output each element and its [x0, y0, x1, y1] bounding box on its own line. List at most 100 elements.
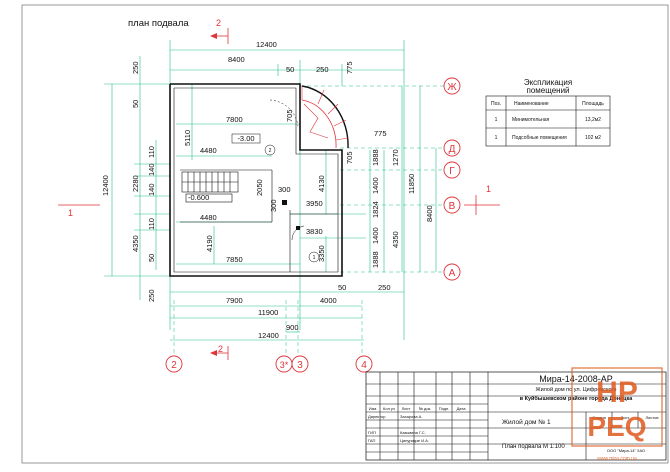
axis-label-a: А — [449, 268, 456, 279]
axis-label-g: Г — [449, 166, 455, 177]
room-marker-1 — [308, 251, 320, 263]
axis-label-zh: Ж — [447, 82, 457, 93]
tb-role-gip: ГИП — [368, 430, 376, 435]
watermark-letters-bottom: PEQ — [587, 411, 646, 442]
axis-label-3: 3 — [297, 360, 303, 371]
dim-r775: 775 — [374, 129, 387, 138]
explication-header-area: Площадь — [582, 101, 604, 107]
dim-bot-4000: 4000 — [320, 296, 337, 305]
watermark-logo: HP PEQ www.mira.com.ua — [571, 367, 663, 462]
dim-r1400-a: 1400 — [371, 177, 380, 194]
row-axis-markers: Ж Д Г В А — [443, 77, 461, 281]
tb-drawing-name: План подвала М 1:100 — [502, 444, 565, 450]
dim-h4480-bot: 4480 — [200, 213, 217, 222]
dim-v140-b: 140 — [147, 183, 156, 196]
dim-r1888-bot: 1888 — [371, 251, 380, 268]
dim-v110-b: 110 — [147, 218, 156, 230]
dim-r1824: 1824 — [371, 201, 380, 218]
dim-top-left: 8400 — [228, 55, 245, 64]
tb-name-gip: Казьмина Г.С. — [400, 430, 426, 435]
tb-sheet-header: Лист — [621, 415, 630, 420]
tb-role-gap: ГАП — [368, 438, 376, 443]
explication-row2-pos: 1 — [495, 135, 498, 141]
title-object-line2: в Куйбышевском районе города Донецка — [520, 395, 634, 402]
title-object-line1: Жилой дом по ул. Цифровского — [536, 386, 617, 393]
level-main: -3.00 — [237, 134, 254, 143]
dimension-labels: 12400 8400 50 250 775 250 50 7800 705 51… — [101, 40, 434, 340]
spiral-stair — [301, 85, 349, 149]
axis-label-v: В — [449, 201, 456, 212]
explication-header-name: Наименование — [514, 101, 549, 107]
section-label-left: 1 — [68, 208, 73, 218]
dim-v4350-left: 4350 — [131, 235, 140, 252]
dim-v2050: 2050 — [255, 179, 264, 196]
dim-r4350: 4350 — [391, 231, 400, 248]
axis-label-4: 4 — [361, 360, 367, 371]
tb-building: Жилой дом № 1 — [502, 418, 551, 426]
door-swing-2 — [291, 225, 305, 241]
column-axis-markers: 2 3* 3 4 — [165, 355, 373, 373]
dim-h7850: 7850 — [226, 255, 243, 264]
dim-300-a: 300 — [278, 185, 291, 194]
room-number-2: 2 — [269, 148, 272, 154]
explication-row2-area: 102 м2 — [585, 135, 601, 141]
section-mark-bottom: 2 — [210, 344, 229, 360]
dim-r1270: 1270 — [391, 149, 400, 166]
watermark-letters-top: HP — [596, 376, 638, 409]
tb-role-director: Директор — [368, 414, 386, 419]
dim-h4480-top: 4480 — [200, 146, 217, 155]
dim-r1888-top: 1888 — [371, 149, 380, 166]
dim-v2280: 2280 — [131, 175, 140, 192]
tb-stage-header: Стадия — [592, 415, 606, 420]
explication-title-2: помещений — [526, 86, 569, 95]
dim-left-250-top: 250 — [131, 61, 140, 74]
dim-h3830: 3830 — [306, 227, 323, 236]
sheet-frame — [21, 4, 669, 464]
dim-r705: 705 — [345, 151, 354, 164]
dim-bot-250-left: 250 — [147, 289, 156, 302]
dim-top-total: 12400 — [256, 40, 277, 49]
axis-label-d: Д — [449, 144, 456, 155]
dim-top-775: 775 — [345, 61, 354, 74]
title-code: Мира-14-2008-АР — [539, 374, 613, 384]
axis-label-2: 2 — [171, 360, 177, 371]
dim-bot-900: 900 — [286, 323, 299, 332]
tb-header-koluch: Кол.уч — [383, 406, 395, 411]
tb-name-director: Захарова А. — [400, 414, 422, 419]
dim-bot-11900: 11900 — [258, 308, 278, 317]
dim-v140-a: 140 — [147, 163, 156, 176]
dim-left-50-top: 50 — [131, 100, 140, 108]
dim-bot-50: 50 — [338, 283, 346, 292]
tb-header-izm: Изм. — [369, 406, 378, 411]
dim-top-250: 250 — [316, 65, 329, 74]
sheet-title: план подвала — [128, 18, 189, 29]
tb-header-doc: № док. — [419, 406, 432, 411]
tb-header-date: Дата — [457, 406, 467, 411]
section-label-bottom: 2 — [218, 344, 223, 354]
dim-300-b: 300 — [269, 199, 278, 212]
dim-v3350: 3350 — [317, 245, 326, 262]
dim-h3950: 3950 — [306, 199, 323, 208]
dim-bot-12400: 12400 — [258, 331, 279, 340]
room-marker-2 — [264, 144, 276, 156]
dim-bot-7900: 7900 — [226, 296, 243, 305]
explication-row2-name: Подсобные помещения — [512, 135, 567, 141]
tb-header-list: Лист — [402, 406, 411, 411]
dim-v110-a: 110 — [147, 146, 156, 158]
dim-top-50: 50 — [286, 65, 294, 74]
dim-left-50-bot: 50 — [147, 254, 156, 262]
watermark-site: www.mira.com.ua — [597, 456, 637, 462]
door-swing — [269, 99, 299, 127]
level-box-main — [231, 133, 261, 144]
explication-row1-name: Минимотельная — [512, 117, 550, 123]
room-number-1: 1 — [313, 255, 316, 261]
explication-header-pos: Поз. — [491, 101, 501, 107]
dim-left-total: 12400 — [101, 175, 110, 196]
dim-r1400-b: 1400 — [371, 227, 380, 244]
axis-label-3star: 3* — [280, 360, 289, 370]
section-label-right: 1 — [486, 184, 491, 194]
tb-sheets-header: Листов — [646, 415, 659, 420]
explication-row1-pos: 1 — [495, 117, 498, 123]
